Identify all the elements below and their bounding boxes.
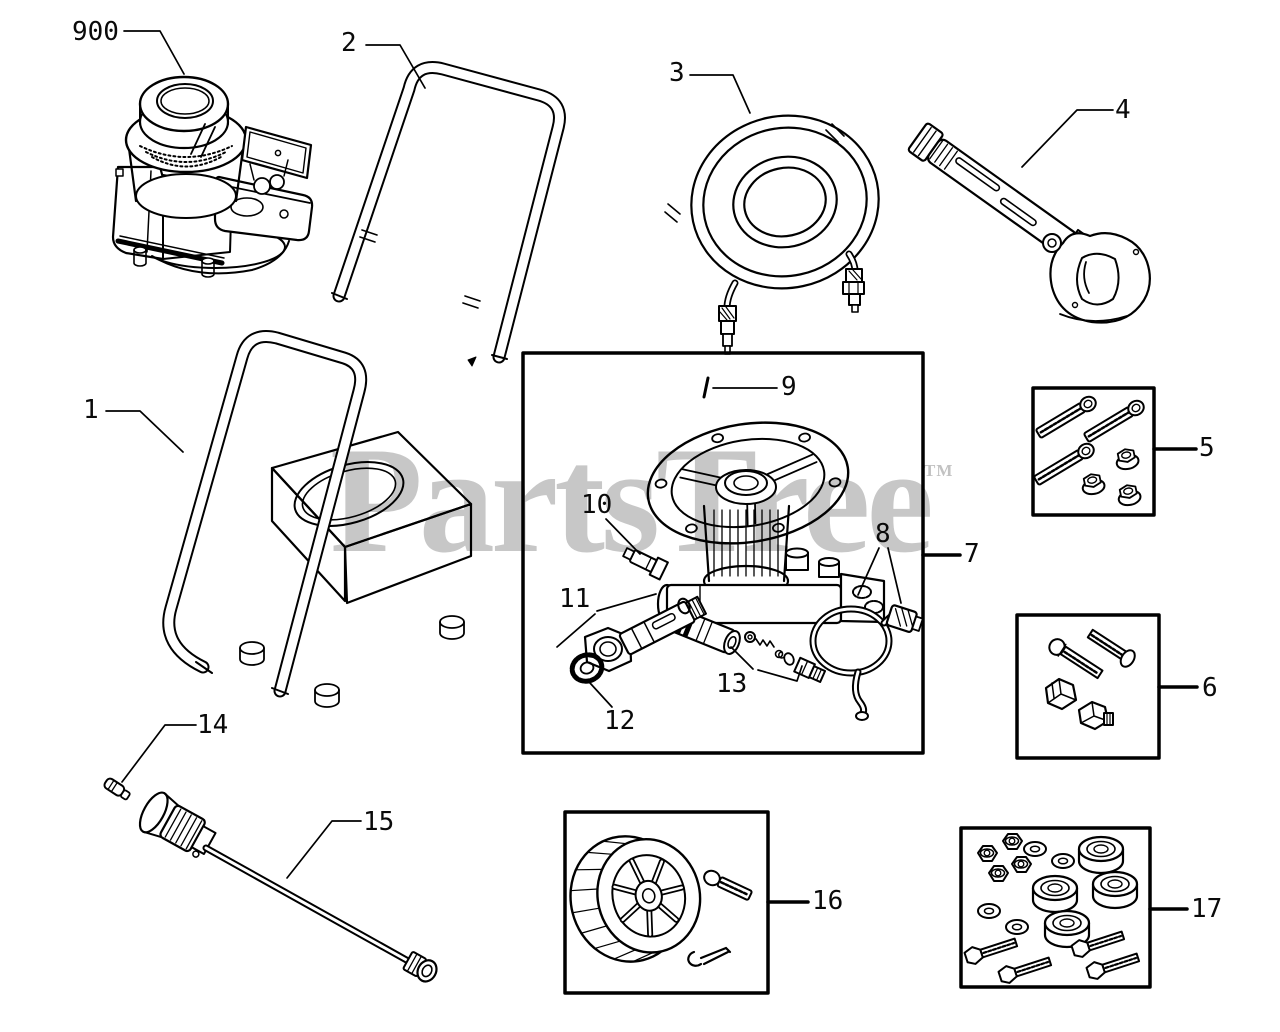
callout-thermal-valve-10: 10 <box>581 490 613 520</box>
leader-lines-thick <box>766 447 1199 911</box>
nozzle-drawing <box>103 777 131 801</box>
pump-flange <box>646 421 850 545</box>
hex-bolts <box>963 930 1141 984</box>
engine-drawing <box>111 75 314 278</box>
callout-hose-3: 3 <box>669 58 685 88</box>
shaft-key-pin <box>702 376 710 399</box>
callout-hardware-kit-17: 17 <box>1191 894 1223 924</box>
thermal-relief-valve <box>622 547 669 581</box>
callout-wheel-kit-16: 16 <box>812 886 844 916</box>
rubber-isolators <box>1031 835 1139 949</box>
watermark-tm-icon: TM <box>924 461 954 480</box>
inlet-filter <box>569 652 605 684</box>
frame-drawing <box>162 330 473 708</box>
callout-frame-1: 1 <box>83 395 99 425</box>
callout-fastener-kit-6: 6 <box>1202 673 1218 703</box>
bolt-kit-box <box>1031 386 1156 517</box>
callout-nozzle-14: 14 <box>197 710 229 740</box>
handle-drawing <box>331 61 566 367</box>
lock-nuts <box>977 833 1032 882</box>
callout-wand-15: 15 <box>363 807 395 837</box>
callout-handle-2: 2 <box>341 28 357 58</box>
fastener-kit-box <box>1015 613 1161 760</box>
callout-bolt-kit-5: 5 <box>1199 433 1215 463</box>
bypass-hose <box>809 604 924 721</box>
callout-pump-7: 7 <box>964 539 980 569</box>
pump-kit-box <box>521 351 925 755</box>
callout-check-valve-13: 13 <box>716 669 748 699</box>
spray-gun-drawing <box>907 122 1151 324</box>
callout-pin-9: 9 <box>781 372 797 402</box>
callout-gun-4: 4 <box>1115 95 1131 125</box>
washers <box>977 841 1075 935</box>
pressure-hose-drawing <box>664 114 880 355</box>
leader-lines-thin <box>105 30 1114 879</box>
check-valve-parts <box>744 631 827 683</box>
wheel-kit-box <box>563 810 770 995</box>
callout-inlet-coupling-11: 11 <box>559 584 591 614</box>
hardware-kit-box <box>959 826 1152 989</box>
wand-drawing <box>138 791 438 983</box>
callout-inlet-filter-12: 12 <box>604 706 636 736</box>
callout-bypass-hose-8: 8 <box>875 519 891 549</box>
callout-engine-900: 900 <box>72 17 119 47</box>
